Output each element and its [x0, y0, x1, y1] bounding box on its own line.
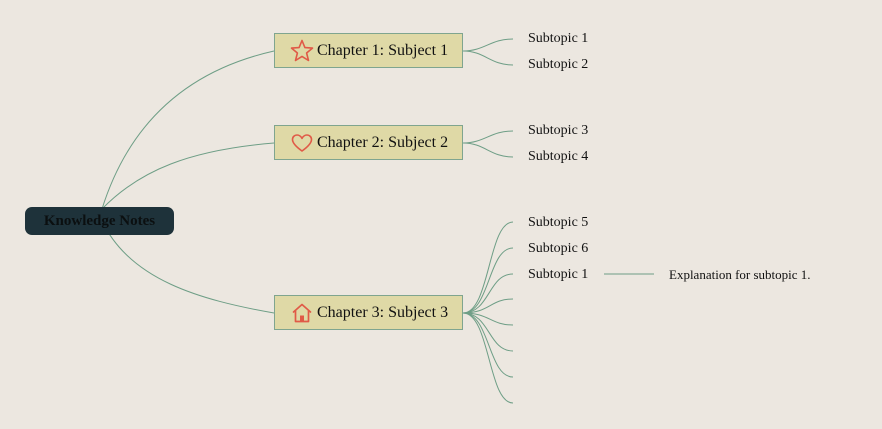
link-ch3-sub-1 [462, 273, 514, 314]
connector-lines [101, 38, 654, 404]
chapter-label: Chapter 2: Subject 2 [317, 133, 449, 151]
chapter-label: Chapter 3: Subject 3 [317, 303, 449, 321]
link-ch3-empty-5 [462, 312, 514, 404]
link-ch1-sub-2 [462, 50, 514, 66]
link-ch3-empty-1 [462, 298, 514, 314]
root-label: Knowledge Notes [43, 212, 156, 229]
link-ch3-empty-3 [462, 312, 514, 352]
subtopic-node[interactable]: Subtopic 2 [528, 57, 589, 72]
house-icon [289, 300, 315, 326]
subtopic-node[interactable]: Subtopic 6 [528, 241, 589, 256]
link-ch3-sub-6 [462, 247, 514, 314]
link-root-chapter-2 [101, 142, 275, 210]
link-ch1-sub-1 [462, 38, 514, 52]
link-ch2-sub-3 [462, 130, 514, 144]
star-icon [289, 38, 315, 64]
heart-icon [289, 130, 315, 156]
subtopic-node[interactable]: Subtopic 5 [528, 215, 589, 230]
subtopic-node[interactable]: Subtopic 1 [528, 31, 589, 46]
chapter-node-2[interactable]: Chapter 2: Subject 2 [274, 125, 463, 160]
link-root-chapter-3 [101, 220, 275, 314]
explanation-node[interactable]: Explanation for subtopic 1. [669, 267, 811, 282]
subtopic-node[interactable]: Subtopic 4 [528, 149, 589, 164]
link-ch2-sub-4 [462, 142, 514, 158]
subtopic-node[interactable]: Subtopic 1 [528, 267, 589, 282]
subtopic-node[interactable]: Subtopic 3 [528, 123, 589, 138]
link-root-chapter-1 [101, 50, 275, 210]
chapter-node-3[interactable]: Chapter 3: Subject 3 [274, 295, 463, 330]
chapter-node-1[interactable]: Chapter 1: Subject 1 [274, 33, 463, 68]
link-ch3-empty-4 [462, 312, 514, 378]
chapter-label: Chapter 1: Subject 1 [317, 41, 449, 59]
root-node[interactable]: Knowledge Notes [25, 207, 174, 235]
link-ch3-sub-5 [462, 221, 514, 314]
